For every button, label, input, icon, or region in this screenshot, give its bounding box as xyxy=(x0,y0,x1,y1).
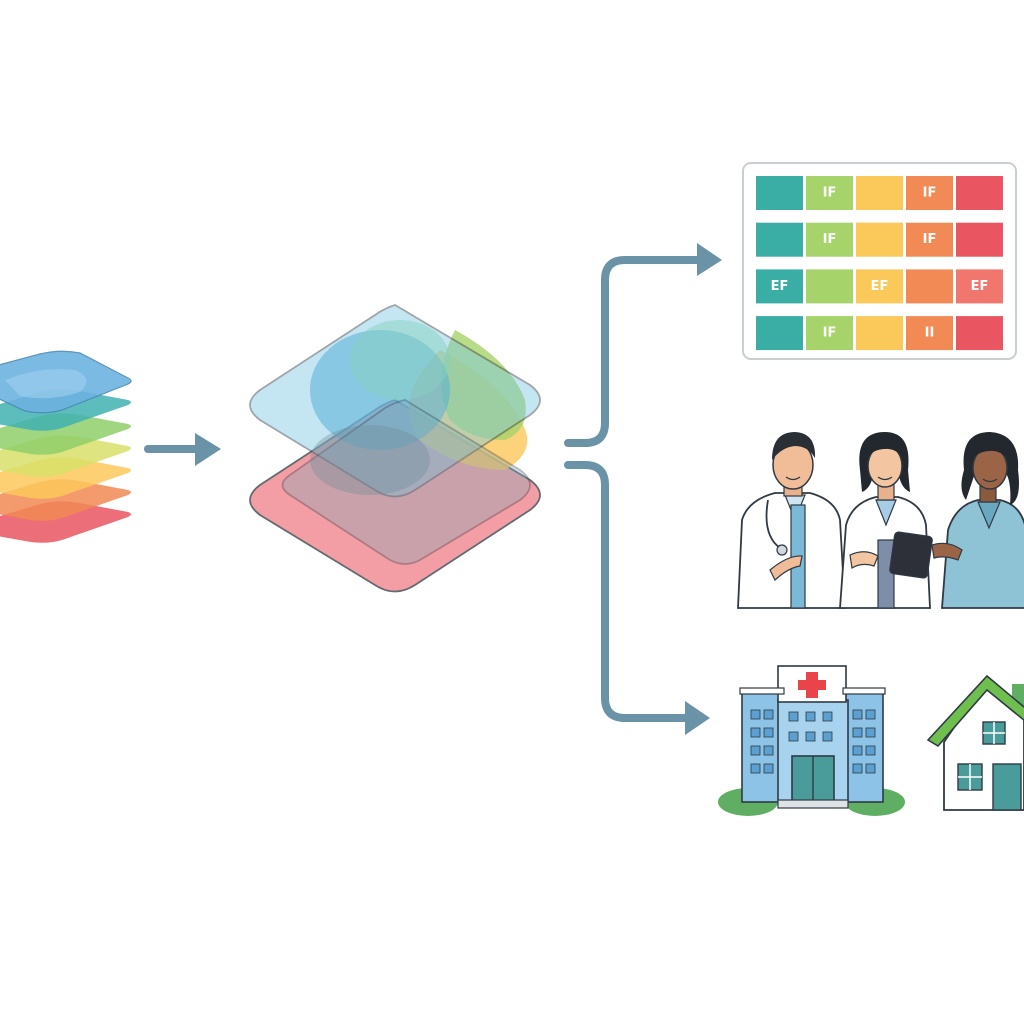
hospital-window xyxy=(805,711,816,722)
matrix-cell xyxy=(956,269,1003,304)
branching-arrow-icon xyxy=(564,243,722,735)
matrix-cell xyxy=(756,269,803,304)
matrix-frame xyxy=(742,162,1017,360)
hospital-window xyxy=(865,727,876,738)
matrix-cell xyxy=(906,176,953,210)
matrix-cell-label: IF xyxy=(823,186,837,201)
fused-layers-icon xyxy=(249,304,541,593)
hospital-window xyxy=(865,745,876,756)
medical-cross-icon xyxy=(798,672,826,698)
home-door xyxy=(992,763,1022,811)
matrix-cells: IF IF IF IF EF EF EF IF II xyxy=(756,176,1003,351)
nurse-figure xyxy=(931,432,1024,609)
matrix-cell-label: IF xyxy=(823,326,837,341)
matrix-cell xyxy=(856,222,903,257)
hospital-windows xyxy=(750,709,876,774)
hospital-window xyxy=(763,727,774,738)
matrix-cell xyxy=(806,269,853,304)
risk-matrix-icon: IF IF IF IF EF EF EF IF II xyxy=(742,162,1017,360)
hospital-window xyxy=(822,731,833,742)
matrix-cell xyxy=(906,316,953,351)
matrix-cell xyxy=(906,222,953,257)
matrix-cell xyxy=(856,176,903,210)
hospital-icon xyxy=(718,665,905,816)
fused-blob-teal xyxy=(350,320,450,400)
matrix-cell xyxy=(756,176,803,210)
fused-layer-green xyxy=(441,330,526,440)
matrix-cell-label: II xyxy=(925,326,935,341)
hospital-window xyxy=(852,727,863,738)
hospital-window xyxy=(865,763,876,774)
matrix-cell xyxy=(756,316,803,351)
hospital-window xyxy=(852,709,863,720)
home-roof xyxy=(926,674,1024,748)
matrix-cell xyxy=(956,222,1003,257)
hospital-window xyxy=(750,727,761,738)
matrix-cell xyxy=(906,269,953,304)
hospital-window xyxy=(822,711,833,722)
doctor-female-figure xyxy=(839,432,933,609)
hospital-window xyxy=(763,763,774,774)
matrix-cell xyxy=(856,269,903,304)
stacked-data-layers-icon xyxy=(0,350,132,543)
matrix-cell xyxy=(756,222,803,257)
matrix-cell xyxy=(956,316,1003,351)
hospital-window xyxy=(852,763,863,774)
hospital-window xyxy=(788,731,799,742)
matrix-cell xyxy=(856,316,903,351)
matrix-cell xyxy=(806,176,853,210)
hospital-window xyxy=(852,745,863,756)
hospital-window xyxy=(763,709,774,720)
matrix-cell xyxy=(806,222,853,257)
matrix-cell-label: EF xyxy=(871,279,889,294)
tablet-icon xyxy=(889,531,933,579)
matrix-cell-label: EF xyxy=(971,279,989,294)
matrix-cell-label: IF xyxy=(823,232,837,247)
home-icon xyxy=(926,674,1024,811)
doctor-male-figure xyxy=(737,432,846,609)
hospital-window xyxy=(788,711,799,722)
hospital-window xyxy=(763,745,774,756)
hospital-window xyxy=(750,709,761,720)
matrix-cell-label: IF xyxy=(923,186,937,201)
hospital-window xyxy=(865,709,876,720)
matrix-cell-label: EF xyxy=(771,279,789,294)
data-layer-highlight xyxy=(5,369,87,399)
hospital-window xyxy=(750,763,761,774)
hospital-window xyxy=(805,731,816,742)
right-arrow-icon xyxy=(144,433,221,466)
clinicians-group-icon xyxy=(737,432,1024,609)
matrix-cell xyxy=(806,316,853,351)
matrix-cell-label: IF xyxy=(923,232,937,247)
fused-layer-middle xyxy=(281,399,531,565)
fused-blob-gray xyxy=(310,425,430,495)
hospital-window xyxy=(750,745,761,756)
matrix-cell xyxy=(956,176,1003,210)
